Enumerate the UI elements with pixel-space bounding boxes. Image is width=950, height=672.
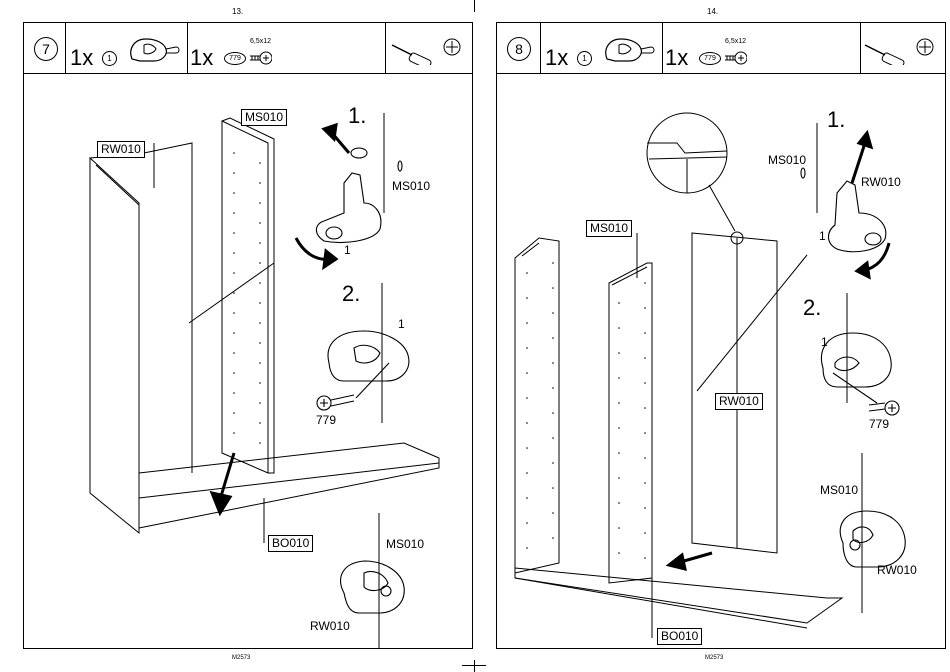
page-number: 14. bbox=[707, 7, 718, 16]
part-ref: 779 bbox=[224, 52, 246, 65]
tool-cell bbox=[861, 23, 945, 73]
step-cell: 7 bbox=[24, 23, 66, 73]
part-quantity: 1x bbox=[665, 45, 688, 71]
part-label: BO010 bbox=[657, 628, 702, 645]
part-cell: 1x 1 bbox=[66, 23, 188, 73]
sub-step-number: 1. bbox=[827, 107, 845, 133]
part-cell: 1x 6,5x12 779 bbox=[663, 23, 861, 73]
part-label: 1 bbox=[819, 229, 826, 243]
part-label: RW010 bbox=[861, 175, 901, 189]
doc-code: M2573 bbox=[705, 655, 723, 661]
part-label: 1 bbox=[344, 243, 351, 257]
part-label: RW010 bbox=[310, 619, 350, 633]
page-number: 13. bbox=[232, 7, 243, 16]
step-header: 7 1x 1 1x 6,5x12 779 bbox=[24, 23, 472, 74]
sub-step-number: 2. bbox=[342, 281, 360, 307]
screw-size: 6,5x12 bbox=[250, 38, 271, 45]
part-quantity: 1x bbox=[545, 45, 568, 71]
part-label: MS010 bbox=[586, 220, 632, 237]
screw-size: 6,5x12 bbox=[725, 38, 746, 45]
assembly-drawing: MS010 RW010 MS010 RW010 BO010 1. 2. 1 1 … bbox=[497, 73, 945, 648]
crop-mark bbox=[462, 665, 486, 666]
screw-label: 779 bbox=[316, 413, 336, 427]
part-ref: 1 bbox=[102, 51, 117, 66]
crop-mark bbox=[474, 0, 475, 12]
tool-cell bbox=[386, 23, 472, 73]
assembly-illustration bbox=[24, 73, 472, 648]
part-quantity: 1x bbox=[70, 45, 93, 71]
screw-icon bbox=[248, 49, 272, 67]
connector-icon bbox=[124, 31, 184, 69]
part-label: MS010 bbox=[386, 537, 424, 551]
part-cell: 1x 1 bbox=[541, 23, 663, 73]
part-label: RW010 bbox=[97, 141, 145, 158]
part-label: 1 bbox=[821, 335, 828, 349]
step-header: 8 1x 1 1x 6,5x12 779 bbox=[497, 23, 945, 74]
sub-step-number: 2. bbox=[803, 295, 821, 321]
sub-step-number: 1. bbox=[348, 103, 366, 129]
instruction-page: 7 1x 1 1x 6,5x12 779 bbox=[23, 22, 473, 649]
screwdriver-icon bbox=[390, 35, 468, 65]
part-quantity: 1x bbox=[190, 45, 213, 71]
step-cell: 8 bbox=[497, 23, 541, 73]
part-label: MS010 bbox=[241, 109, 287, 126]
connector-icon bbox=[599, 31, 659, 69]
part-ref: 779 bbox=[699, 52, 721, 65]
crop-mark bbox=[474, 660, 475, 672]
part-label: RW010 bbox=[877, 563, 917, 577]
part-label: MS010 bbox=[768, 153, 806, 167]
part-label: RW010 bbox=[715, 393, 763, 410]
part-label: MS010 bbox=[392, 179, 430, 193]
doc-code: M2573 bbox=[232, 655, 250, 661]
instruction-page: 8 1x 1 1x 6,5x12 779 bbox=[496, 22, 946, 649]
part-ref: 1 bbox=[577, 51, 592, 66]
assembly-drawing: RW010 MS010 BO010 1. 2. MS010 1 1 779 MS… bbox=[24, 73, 472, 648]
screw-label: 779 bbox=[869, 417, 889, 431]
part-label: 1 bbox=[398, 317, 405, 331]
screw-icon bbox=[723, 49, 747, 67]
part-label: MS010 bbox=[820, 483, 858, 497]
assembly-illustration bbox=[497, 73, 945, 648]
part-cell: 1x 6,5x12 779 bbox=[188, 23, 386, 73]
step-number: 7 bbox=[34, 37, 58, 61]
step-number: 8 bbox=[507, 37, 531, 61]
screwdriver-icon bbox=[863, 35, 941, 65]
part-label: BO010 bbox=[268, 535, 313, 552]
